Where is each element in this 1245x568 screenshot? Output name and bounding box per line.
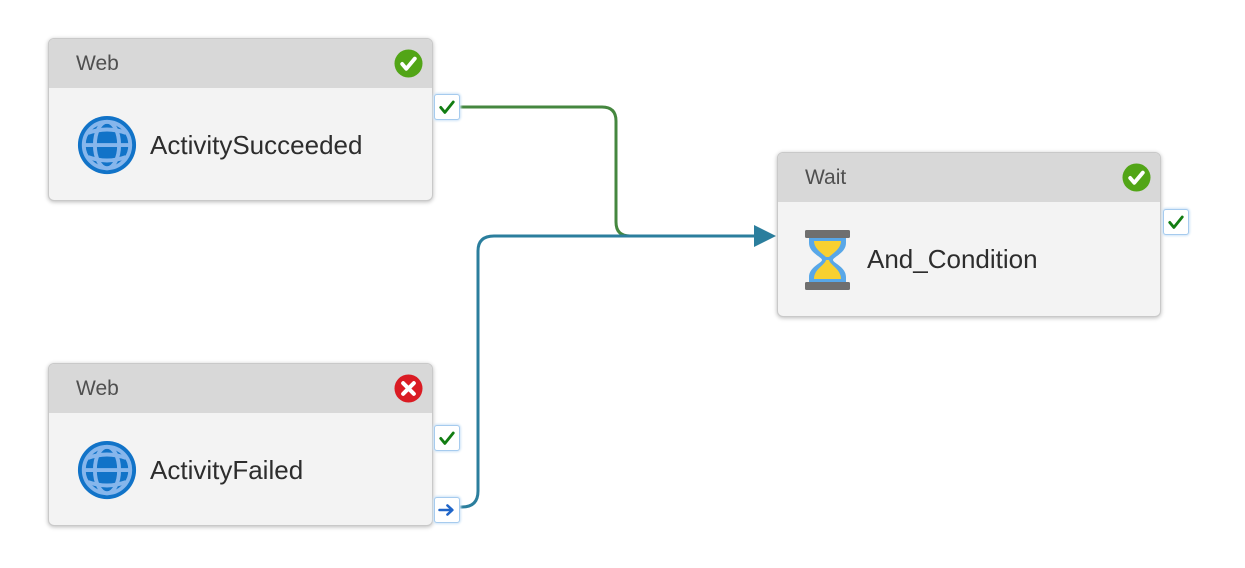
check-icon [437, 428, 457, 448]
node-body: ActivitySucceeded [49, 88, 432, 202]
connector-success-line[interactable] [458, 105, 702, 238]
check-badge-icon [1122, 163, 1151, 192]
port-activityfailed-on-success[interactable] [434, 425, 460, 451]
port-and-condition-on-success[interactable] [1163, 209, 1189, 235]
activity-type-label: Wait [805, 165, 847, 189]
node-body: ActivityFailed [49, 413, 432, 527]
activity-type-label: Web [76, 376, 119, 400]
node-body: And_Condition [778, 202, 1160, 317]
port-activitysucceeded-on-success[interactable] [434, 94, 460, 120]
activity-type-label: Web [76, 51, 119, 75]
hourglass-icon [803, 228, 852, 292]
node-header: Web [49, 364, 432, 413]
node-header: Web [49, 39, 432, 88]
port-activityfailed-on-completion[interactable] [434, 497, 460, 523]
error-badge-icon [394, 374, 423, 403]
activity-node-activitysucceeded[interactable]: Web ActivitySucceede [48, 38, 433, 201]
activity-name: ActivitySucceeded [150, 129, 363, 160]
globe-icon [76, 114, 138, 176]
check-icon [1166, 212, 1186, 232]
arrow-right-icon [437, 500, 457, 520]
activity-name: And_Condition [867, 244, 1038, 274]
activity-node-activityfailed[interactable]: Web ActivityFailed [48, 363, 433, 526]
activity-node-and-condition[interactable]: Wait And_Condition [777, 152, 1161, 317]
node-header: Wait [778, 153, 1160, 202]
check-badge-icon [394, 49, 423, 78]
activity-name: ActivityFailed [150, 454, 304, 485]
connector-arrowhead-icon [754, 225, 776, 247]
check-icon [437, 97, 457, 117]
connector-completion-line[interactable] [457, 234, 757, 509]
globe-icon [76, 439, 138, 501]
